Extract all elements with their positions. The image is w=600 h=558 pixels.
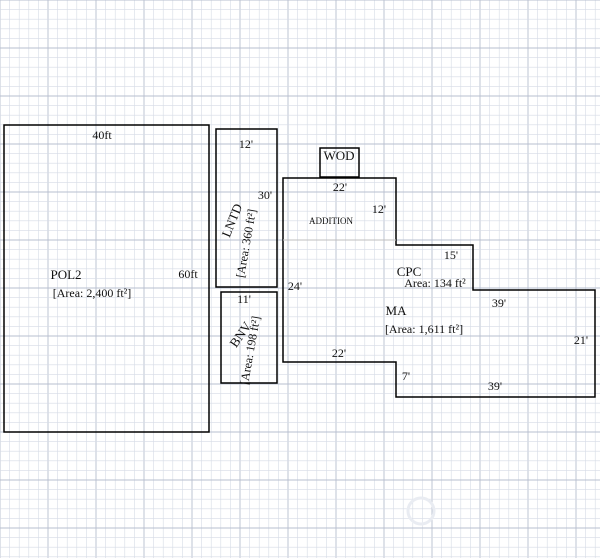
cpc-dim-top: 15': [444, 248, 458, 262]
ma-outline: [282, 177, 596, 398]
addition-label: ADDITION: [309, 216, 353, 226]
pol2-outline: [3, 124, 210, 433]
pol2-area: [Area: 2,400 ft²]: [53, 286, 132, 300]
ma-dim-right-upper: 12': [372, 202, 386, 216]
ma-dim-top: 22': [333, 180, 347, 194]
bnv-outline: [220, 291, 278, 384]
pol2-dim-top: 40ft: [92, 128, 112, 142]
pol2-dim-right: 60ft: [178, 267, 198, 281]
lntd-outline: [215, 128, 278, 288]
wod-label: WOD: [323, 148, 354, 163]
ma-dim-top-right: 39': [492, 296, 506, 310]
cpc-area: Area: 134 ft²: [404, 276, 466, 290]
ma-dim-bottom-left: 22': [332, 346, 346, 360]
cpc-label: CPC: [397, 264, 422, 279]
ma-dim-bottom-right: 39': [488, 379, 502, 393]
ma-label: MA: [386, 303, 408, 318]
lntd-dim-side: 30': [258, 188, 272, 202]
ma-dim-step: 7': [402, 369, 410, 383]
wod-outline: [319, 147, 360, 178]
ma-dim-left: 24': [288, 279, 302, 293]
bnv-dim-top: 11': [237, 292, 251, 306]
pol2-label: POL2: [50, 267, 81, 282]
lntd-dim-top: 12': [239, 137, 253, 151]
watermark-logo: [406, 496, 436, 526]
ma-area: [Area: 1,611 ft²]: [385, 322, 463, 336]
ma-dim-right: 21': [574, 333, 588, 347]
